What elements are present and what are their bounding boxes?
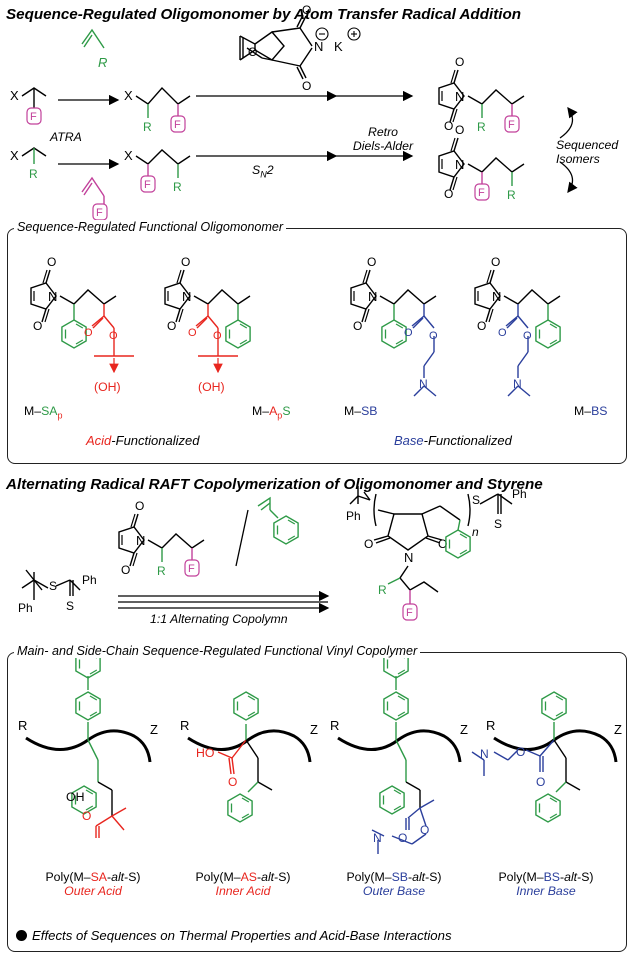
svg-text:X: X [10, 148, 19, 163]
acid-functionalized-label: Acid-Functionalized [86, 433, 200, 448]
svg-text:F: F [508, 119, 515, 131]
svg-text:O: O [121, 563, 130, 577]
alternating-copolymn-label: 1:1 Alternating Copolymn [150, 612, 288, 626]
svg-text:O: O [364, 537, 373, 551]
compound-label-msap: M–SAp [24, 404, 63, 421]
svg-text:O: O [248, 45, 257, 59]
svg-text:R: R [157, 564, 166, 578]
svg-text:R: R [173, 180, 182, 194]
base-functionalized-label: Base-Functionalized [394, 433, 512, 448]
compound-label-msb: M–SB [344, 404, 378, 418]
poly-label-bs: Poly(M–BS-alt-S) Inner Base [498, 870, 594, 899]
svg-text:F: F [30, 111, 37, 123]
oligomonomer-panel [7, 228, 627, 464]
effects-bullet: Effects of Sequences on Thermal Properti… [16, 928, 452, 943]
title-middle: Alternating Radical RAFT Copolymerizatio… [6, 476, 543, 493]
svg-text:R: R [507, 188, 516, 202]
svg-text:N: N [455, 157, 464, 172]
compound-label-mbs: M–BS [574, 404, 608, 418]
title-top: Sequence-Regulated Oligomonomer by Atom … [6, 6, 522, 23]
svg-text:Ph: Ph [82, 573, 97, 587]
svg-text:N: N [136, 533, 145, 548]
poly-label-sa: Poly(M–SA-alt-S) Outer Acid [45, 870, 141, 899]
svg-text:Ph: Ph [346, 509, 361, 523]
oh-label-2: (OH) [198, 380, 225, 394]
svg-text:O: O [455, 123, 464, 137]
svg-text:X: X [124, 148, 133, 163]
copolymer-panel-title: Main- and Side-Chain Sequence-Regulated … [14, 644, 421, 658]
svg-text:N: N [404, 550, 413, 565]
svg-text:O: O [302, 79, 311, 93]
svg-text:F: F [406, 607, 413, 619]
svg-text:F: F [188, 563, 195, 575]
svg-text:X: X [124, 88, 133, 103]
copolymer-panel [7, 652, 627, 952]
x-atom: X [10, 88, 19, 103]
svg-text:F: F [174, 119, 181, 131]
sn2-label: SN2 [252, 163, 274, 180]
svg-text:F: F [96, 207, 103, 219]
svg-text:O: O [444, 187, 453, 201]
ho-label-inner-acid: HO [196, 746, 215, 760]
compound-label-maps: M–ApS [252, 404, 291, 421]
svg-text:R: R [477, 120, 486, 134]
svg-text:N: N [455, 89, 464, 104]
oh-label-outer-acid: OH [66, 790, 85, 804]
potassium-label: K [334, 39, 343, 54]
svg-text:n: n [472, 525, 479, 539]
svg-text:R: R [378, 583, 387, 597]
svg-text:O: O [135, 499, 144, 513]
svg-text:R: R [143, 120, 152, 134]
svg-text:N: N [314, 39, 323, 54]
atra-label: ATRA [50, 130, 82, 144]
poly-label-sb: Poly(M–SB-alt-S) Outer Base [346, 870, 442, 899]
oligomonomer-panel-title: Sequence-Regulated Functional Oligomonom… [14, 220, 287, 234]
poly-label-as: Poly(M–AS-alt-S) Inner Acid [195, 870, 291, 899]
svg-text:F: F [478, 187, 485, 199]
svg-text:O: O [455, 55, 464, 69]
svg-text:F: F [144, 179, 151, 191]
svg-text:S: S [494, 517, 502, 531]
svg-text:Ph: Ph [18, 601, 33, 615]
svg-text:R: R [98, 55, 107, 70]
svg-text:O: O [438, 537, 447, 551]
svg-text:S: S [66, 599, 74, 613]
oh-label-1: (OH) [94, 380, 121, 394]
svg-text:S: S [49, 579, 57, 593]
bullet-dot-icon [16, 930, 27, 941]
svg-text:O: O [444, 119, 453, 133]
svg-text:R: R [29, 167, 38, 181]
svg-text:S: S [472, 493, 480, 507]
